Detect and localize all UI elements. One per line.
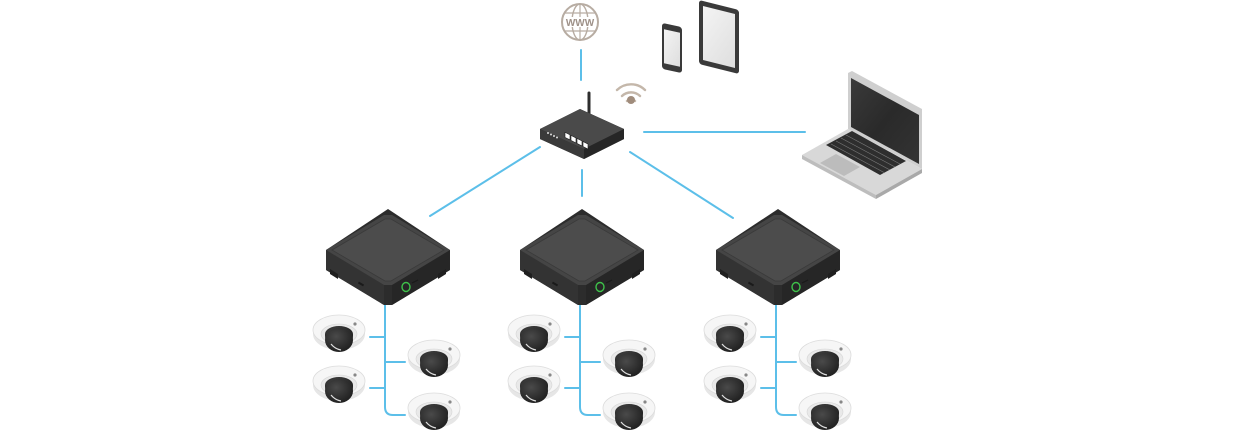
tablet-icon[interactable] <box>699 0 739 74</box>
dome-camera-icon[interactable] <box>507 365 561 404</box>
recorder-1[interactable] <box>325 208 451 306</box>
link-router-recorder-1 <box>429 146 541 217</box>
globe-label: WWW <box>566 18 595 29</box>
wifi-icon <box>615 83 647 104</box>
dome-camera-icon[interactable] <box>602 392 656 431</box>
dome-camera-icon[interactable] <box>602 339 656 378</box>
router-icon[interactable] <box>540 91 624 159</box>
globe-icon[interactable]: WWW <box>561 3 599 41</box>
dome-camera-icon[interactable] <box>312 314 366 353</box>
dome-camera-icon[interactable] <box>507 314 561 353</box>
dome-camera-icon[interactable] <box>703 314 757 353</box>
camera-bus-3 <box>760 297 797 416</box>
laptop-icon[interactable] <box>802 71 922 199</box>
camera-bus-1 <box>369 297 406 416</box>
dome-camera-icon[interactable] <box>312 365 366 404</box>
recorder-3[interactable] <box>715 208 841 306</box>
smartphone-icon[interactable] <box>662 23 682 73</box>
camera-bus-2 <box>564 297 601 416</box>
dome-camera-icon[interactable] <box>798 339 852 378</box>
recorder-2[interactable] <box>519 208 645 306</box>
dome-camera-icon[interactable] <box>407 392 461 431</box>
dome-camera-icon[interactable] <box>703 365 757 404</box>
links <box>369 49 806 416</box>
link-router-recorder-3 <box>629 151 734 219</box>
dome-camera-icon[interactable] <box>798 392 852 431</box>
dome-camera-icon[interactable] <box>407 339 461 378</box>
